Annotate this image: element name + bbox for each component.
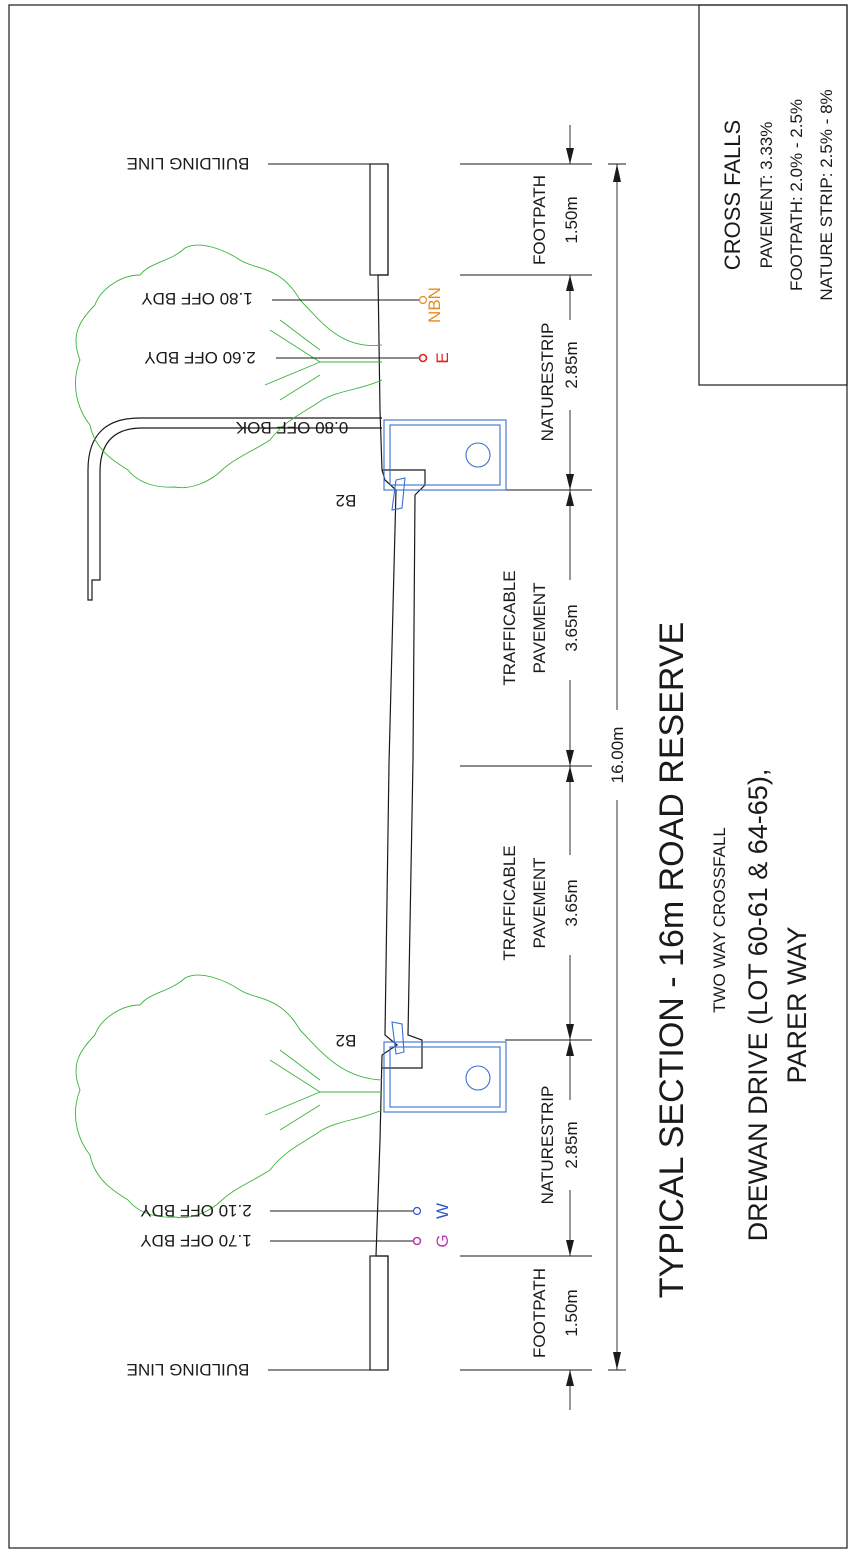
pit-box-top bbox=[383, 419, 507, 491]
water-code-label: W bbox=[433, 1203, 452, 1219]
overall-dim-label: 16.00m bbox=[608, 727, 627, 784]
water-offset-label: 2.10 OFF BDY bbox=[140, 1201, 251, 1220]
light-offset-label: 0.80 OFF BOK bbox=[235, 418, 348, 437]
zone-pavement1-name: TRAFFICABLE bbox=[500, 570, 519, 685]
drawing-title: TYPICAL SECTION - 16m ROAD RESERVE bbox=[653, 622, 691, 1298]
chain-arrow-6 bbox=[566, 766, 574, 782]
zone-naturestrip-bottom-dim: 2.85m bbox=[562, 1121, 581, 1168]
nbn-code-label: NBN bbox=[425, 287, 444, 323]
footpath-slab-bottom bbox=[369, 1255, 389, 1371]
zone-pavement1-dim: 3.65m bbox=[562, 604, 581, 651]
surface-profile-top bbox=[377, 164, 389, 471]
tree-trunk-top bbox=[264, 319, 382, 401]
overall-dim-arrow-bottom bbox=[613, 1352, 621, 1370]
kerb-b2-top bbox=[391, 477, 406, 511]
tree-trunk-bottom bbox=[264, 1049, 382, 1131]
pit-pipe-bottom bbox=[465, 1065, 491, 1091]
zone-naturestrip-top-name: NATURESTRIP bbox=[538, 323, 557, 442]
pit-box-top-inner bbox=[389, 424, 501, 486]
water-service-marker bbox=[412, 1206, 422, 1216]
chain-arrow-2 bbox=[566, 275, 574, 291]
zone-naturestrip-top-dim: 2.85m bbox=[562, 341, 581, 388]
zone-footpath-top-dim: 1.50m bbox=[562, 196, 581, 243]
elec-service-marker bbox=[418, 353, 428, 363]
nbn-service-marker bbox=[418, 295, 428, 305]
kerb-label-bottom: B2 bbox=[336, 1031, 357, 1050]
elec-offset-label: 2.60 OFF BDY bbox=[144, 348, 255, 367]
chain-arrow-5 bbox=[566, 750, 574, 766]
street-names-line2: PARER WAY bbox=[782, 926, 812, 1083]
zone-pavement1-name2: PAVEMENT bbox=[530, 583, 549, 674]
tree-canopy-top bbox=[75, 244, 383, 489]
nbn-offset-label: 1.80 OFF BDY bbox=[141, 289, 252, 308]
gas-code-label: G bbox=[433, 1234, 452, 1247]
zone-footpath-top-name: FOOTPATH bbox=[530, 175, 549, 265]
crossfalls-nature-strip: NATURE STRIP: 2.5% - 8% bbox=[817, 89, 836, 300]
building-line-label-bottom: BUILDING LINE bbox=[127, 1360, 250, 1379]
sheet-border bbox=[8, 4, 848, 1549]
street-light-pole bbox=[87, 417, 382, 601]
crossfalls-pavement: PAVEMENT: 3.33% bbox=[757, 122, 776, 269]
gas-service-marker bbox=[412, 1236, 422, 1246]
surface-profile-bottom bbox=[375, 1054, 389, 1370]
crossfalls-footpath: FOOTPATH: 2.0% - 2.5% bbox=[787, 99, 806, 291]
zone-footpath-bottom-name: FOOTPATH bbox=[530, 1268, 549, 1358]
drawing-subtitle: TWO WAY CROSSFALL bbox=[710, 827, 729, 1013]
kerb-b2-bottom bbox=[391, 1021, 405, 1055]
chain-arrow-bottom bbox=[566, 1370, 574, 1386]
chain-arrow-7 bbox=[566, 1024, 574, 1040]
chain-arrow-4 bbox=[566, 490, 574, 506]
zone-footpath-bottom-dim: 1.50m bbox=[562, 1289, 581, 1336]
elec-code-label: E bbox=[433, 352, 452, 363]
pit-pipe-top bbox=[465, 442, 491, 468]
pit-box-bottom bbox=[383, 1041, 507, 1113]
pavement-underside bbox=[382, 469, 426, 1069]
pit-box-bottom-inner bbox=[389, 1046, 501, 1108]
kerb-label-top: B2 bbox=[336, 491, 357, 510]
gas-offset-label: 1.70 OFF BDY bbox=[140, 1231, 251, 1250]
chain-arrow-top bbox=[566, 148, 574, 164]
chain-arrow-9 bbox=[566, 1240, 574, 1256]
zone-pavement2-dim: 3.65m bbox=[562, 879, 581, 926]
zone-pavement2-name2: PAVEMENT bbox=[530, 858, 549, 949]
pavement-top-surface bbox=[381, 469, 399, 1056]
crossfalls-box bbox=[698, 4, 848, 386]
tree-canopy-bottom bbox=[75, 974, 383, 1219]
chain-arrow-8 bbox=[566, 1040, 574, 1056]
footpath-slab-top bbox=[369, 163, 389, 276]
crossfalls-title: CROSS FALLS bbox=[720, 120, 745, 270]
zone-pavement2-name: TRAFFICABLE bbox=[500, 845, 519, 960]
chain-arrow-3 bbox=[566, 474, 574, 490]
street-names-line1: DREWAN DRIVE (LOT 60-61 & 64-65), bbox=[743, 769, 773, 1242]
overall-dim-arrow-top bbox=[613, 164, 621, 182]
building-line-label-top: BUILDING LINE bbox=[127, 154, 250, 173]
zone-naturestrip-bottom-name: NATURESTRIP bbox=[538, 1086, 557, 1205]
